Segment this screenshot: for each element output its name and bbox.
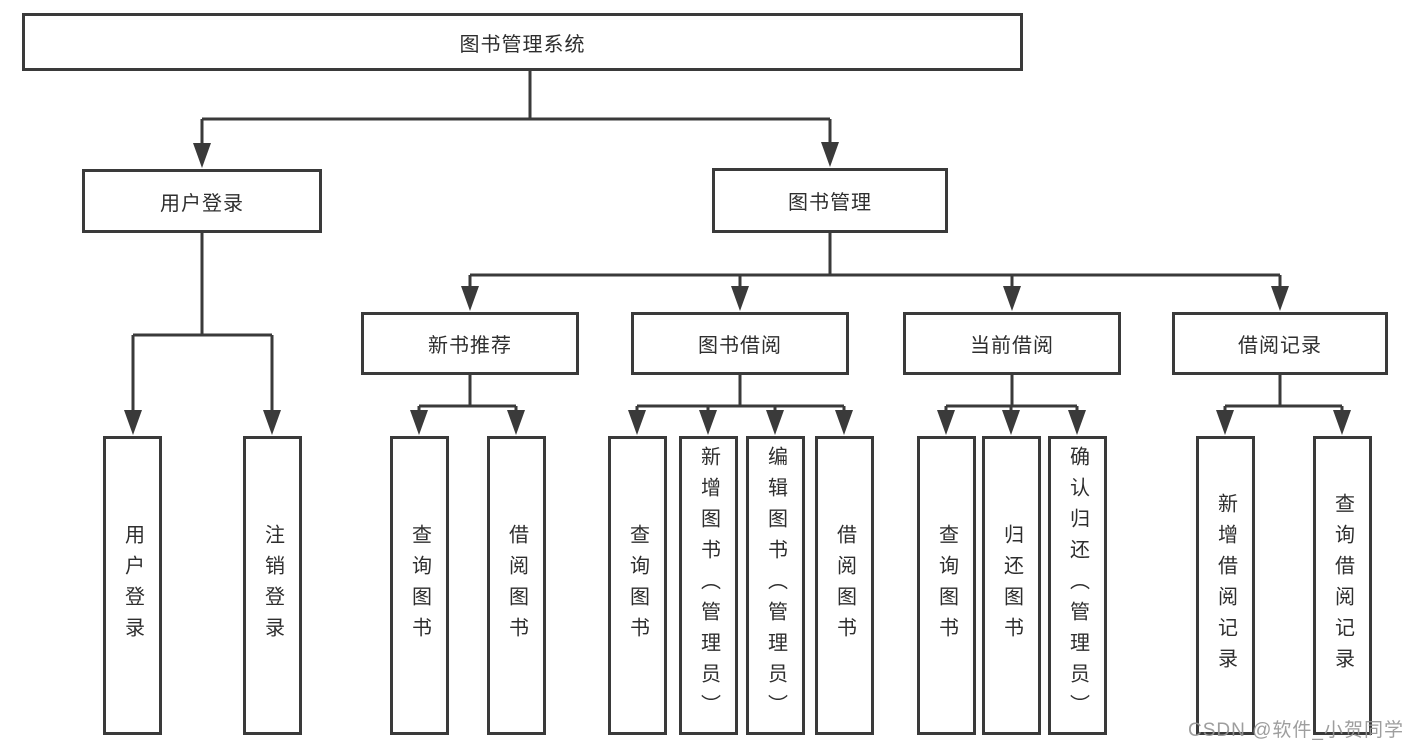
leaf-query-books-recommend: 查询图书 bbox=[390, 436, 449, 735]
node-new-book-recommend-label: 新书推荐 bbox=[428, 335, 512, 357]
node-borrowing-records-label: 借阅记录 bbox=[1238, 335, 1322, 357]
leaf-query-books-current: 查询图书 bbox=[917, 436, 976, 735]
node-borrowing-records: 借阅记录 bbox=[1172, 312, 1388, 375]
leaf-confirm-return-admin: 确认归还（管理员） bbox=[1048, 436, 1107, 735]
leaf-borrow-books: 借阅图书 bbox=[815, 436, 874, 735]
leaf-query-borrow-record: 查询借阅记录 bbox=[1313, 436, 1372, 735]
leaf-user-login: 用户登录 bbox=[103, 436, 162, 735]
leaf-borrow-books-recommend-label: 借阅图书 bbox=[505, 523, 528, 648]
node-current-borrowing-label: 当前借阅 bbox=[970, 335, 1054, 357]
leaf-edit-books-admin: 编辑图书（管理员） bbox=[746, 436, 805, 735]
leaf-query-books-borrowing: 查询图书 bbox=[608, 436, 667, 735]
leaf-query-borrow-record-label: 查询借阅记录 bbox=[1331, 492, 1354, 679]
csdn-watermark: CSDN @软件_小贺同学 bbox=[1188, 720, 1404, 741]
node-user-login: 用户登录 bbox=[82, 169, 322, 233]
leaf-edit-books-admin-label: 编辑图书（管理员） bbox=[764, 446, 787, 725]
leaf-add-books-admin: 新增图书（管理员） bbox=[679, 436, 738, 735]
node-root-label: 图书管理系统 bbox=[459, 33, 586, 56]
leaf-borrow-books-label: 借阅图书 bbox=[833, 523, 856, 648]
node-book-management-label: 图书管理 bbox=[788, 192, 872, 214]
leaf-logout: 注销登录 bbox=[243, 436, 302, 735]
node-book-management: 图书管理 bbox=[712, 168, 948, 233]
leaf-add-books-admin-label: 新增图书（管理员） bbox=[697, 446, 720, 725]
node-new-book-recommend: 新书推荐 bbox=[361, 312, 579, 375]
leaf-return-books-label: 归还图书 bbox=[1000, 523, 1023, 648]
arrowheads bbox=[124, 142, 1351, 435]
leaf-add-borrow-record-label: 新增借阅记录 bbox=[1214, 492, 1237, 679]
node-user-login-label: 用户登录 bbox=[160, 192, 244, 215]
leaf-add-borrow-record: 新增借阅记录 bbox=[1196, 436, 1255, 735]
node-book-borrowing: 图书借阅 bbox=[631, 312, 849, 375]
leaf-query-books-borrowing-label: 查询图书 bbox=[626, 523, 649, 648]
node-root-system: 图书管理系统 bbox=[22, 13, 1023, 71]
leaf-confirm-return-admin-label: 确认归还（管理员） bbox=[1066, 446, 1089, 725]
node-book-borrowing-label: 图书借阅 bbox=[698, 335, 782, 357]
leaf-query-books-current-label: 查询图书 bbox=[935, 523, 958, 648]
node-current-borrowing: 当前借阅 bbox=[903, 312, 1121, 375]
leaf-query-books-recommend-label: 查询图书 bbox=[408, 523, 431, 648]
leaf-return-books: 归还图书 bbox=[982, 436, 1041, 735]
leaf-logout-label: 注销登录 bbox=[261, 523, 284, 648]
leaf-borrow-books-recommend: 借阅图书 bbox=[487, 436, 546, 735]
leaf-user-login-label: 用户登录 bbox=[121, 523, 144, 648]
